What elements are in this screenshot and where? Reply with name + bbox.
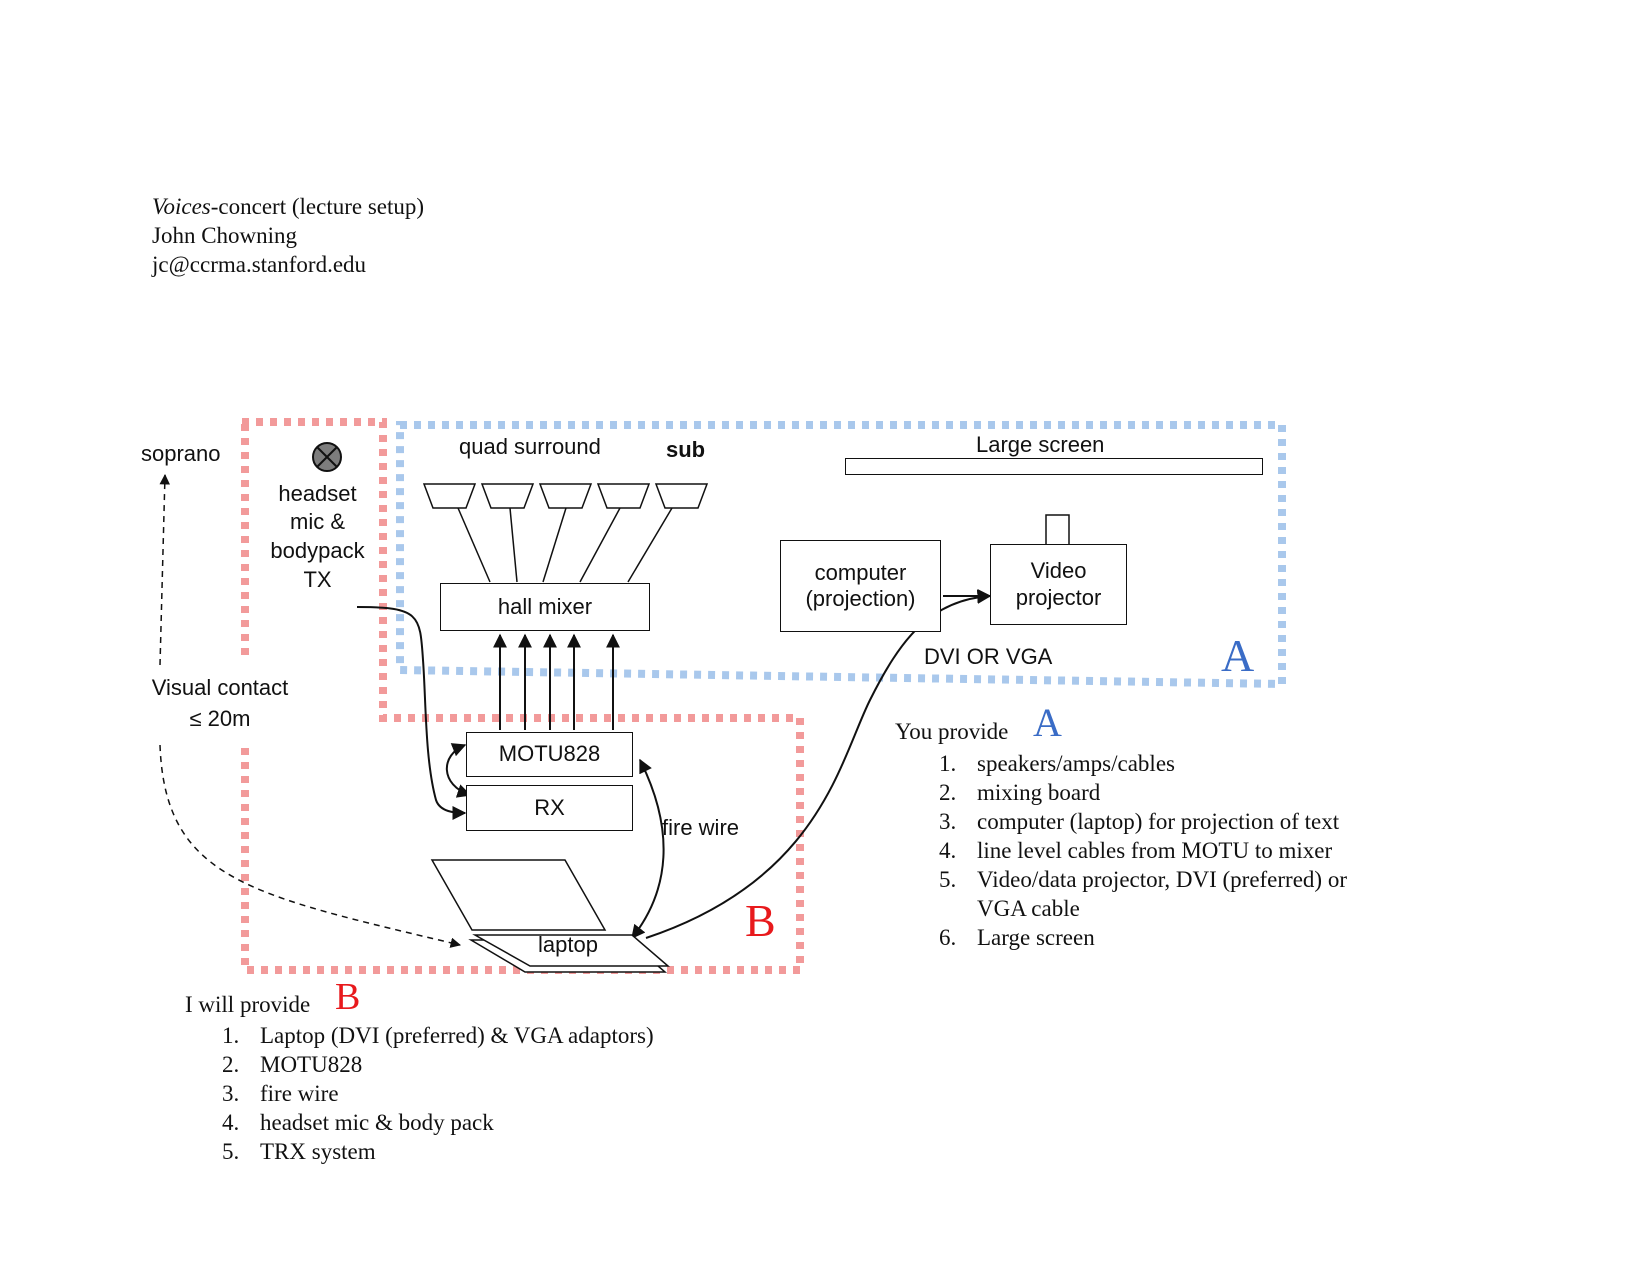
fire-wire-arrow: [631, 758, 665, 940]
headset-label-line-2: mic &: [290, 509, 345, 534]
speaker-array: [422, 483, 709, 509]
title-rest: -concert (lecture setup): [210, 194, 425, 219]
i-will-provide-letter: B: [335, 976, 361, 1018]
speaker-cables: [457, 507, 673, 583]
rx-label: RX: [534, 794, 565, 820]
visual-contact-distance: ≤ 20m: [189, 706, 251, 731]
soprano-label: soprano: [141, 441, 221, 466]
computer-label-line-2: (projection): [805, 586, 916, 611]
zone-b-boundary: [241, 418, 804, 974]
quad-surround-label: quad surround: [459, 434, 601, 459]
sub-label: sub: [666, 437, 706, 462]
you-provide-letter: A: [1033, 700, 1062, 745]
projector-lens: [1045, 514, 1070, 546]
laptop-icon: [430, 859, 671, 973]
line-level-arrows: [493, 633, 620, 730]
speaker-4: [596, 483, 651, 509]
rx-box: RX: [466, 785, 633, 831]
speaker-2: [480, 483, 535, 509]
speaker-5: [654, 483, 709, 509]
speaker-3: [538, 483, 593, 509]
mic-symbol-icon: [312, 442, 342, 472]
fire-wire-label: fire wire: [662, 815, 740, 840]
visual-contact-arrow-down: [159, 744, 462, 948]
headset-label-line-1: headset: [278, 481, 357, 506]
zone-a-letter: A: [1221, 630, 1255, 681]
i-will-provide-label: I will provide: [185, 992, 311, 1017]
laptop-label: laptop: [538, 932, 598, 957]
motu828-label: MOTU828: [498, 741, 601, 767]
video-projector-label-line-2: projector: [1015, 584, 1102, 610]
laptop-screen: [430, 859, 607, 931]
headset-label-line-4: TX: [303, 567, 332, 592]
hall-mixer-box: hall mixer: [440, 583, 650, 631]
computer-label-line-1: computer: [814, 559, 907, 585]
you-provide-label: You provide: [895, 719, 1009, 744]
motu-rx-link-arrow: [445, 743, 472, 798]
hall-mixer-label: hall mixer: [497, 593, 593, 619]
title-italic: Voices: [152, 194, 211, 219]
zone-a-boundary: [396, 421, 1286, 689]
visual-contact-label: Visual contact: [151, 675, 289, 700]
laptop-base: [472, 934, 671, 967]
visual-contact-arrow-up: [159, 473, 170, 666]
dvi-or-vga-label: DVI OR VGA: [924, 644, 1053, 669]
bodypack-to-rx-arrow: [356, 606, 467, 820]
author-email: jc@ccrma.stanford.edu: [152, 252, 367, 277]
motu828-box: MOTU828: [466, 732, 633, 777]
author-name: John Chowning: [152, 223, 298, 248]
concert-title: Voices-concert (lecture setup): [152, 195, 424, 218]
large-screen: [845, 458, 1263, 475]
zone-b-letter: B: [745, 895, 776, 946]
speaker-1: [422, 483, 477, 509]
video-projector-box: Video projector: [990, 544, 1127, 625]
large-screen-label: Large screen: [976, 432, 1105, 457]
headset-label-line-3: bodypack: [270, 538, 365, 563]
video-projector-label-line-1: Video: [1030, 558, 1087, 584]
computer-projection-box: computer (projection): [780, 540, 941, 632]
